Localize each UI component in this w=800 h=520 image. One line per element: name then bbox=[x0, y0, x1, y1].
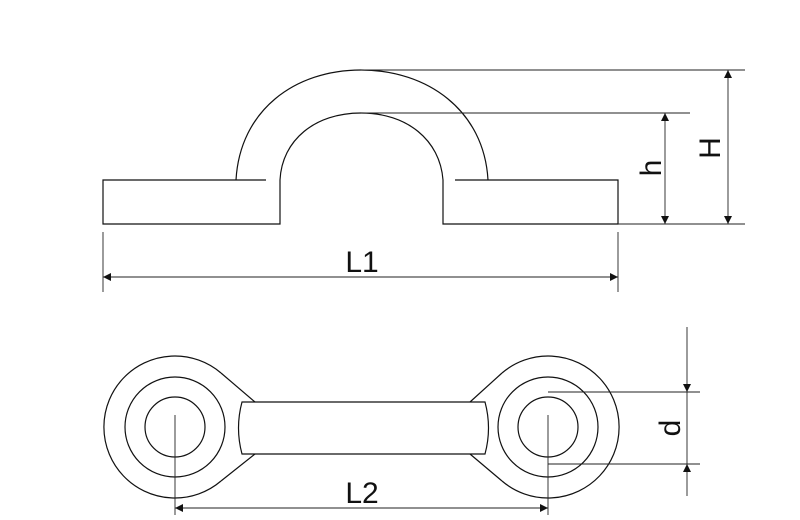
right-web-top bbox=[469, 372, 503, 403]
left-web-top bbox=[220, 372, 256, 403]
label-L2: L2 bbox=[345, 477, 378, 510]
label-L1: L1 bbox=[345, 246, 378, 279]
label-H: H bbox=[694, 137, 727, 159]
right-eye-outer bbox=[501, 355, 620, 499]
top-view: L2 d bbox=[103, 327, 700, 515]
label-d: d bbox=[654, 420, 687, 437]
left-web-bottom bbox=[220, 453, 256, 482]
side-view: L1 h H bbox=[102, 69, 745, 292]
label-h: h bbox=[635, 160, 668, 177]
inner-arch bbox=[279, 112, 444, 181]
right-web-bottom bbox=[469, 453, 503, 482]
left-eye-outer bbox=[103, 355, 222, 499]
connecting-bar bbox=[237, 401, 490, 455]
outer-arch bbox=[235, 69, 489, 181]
base-plate-outline bbox=[102, 179, 619, 225]
